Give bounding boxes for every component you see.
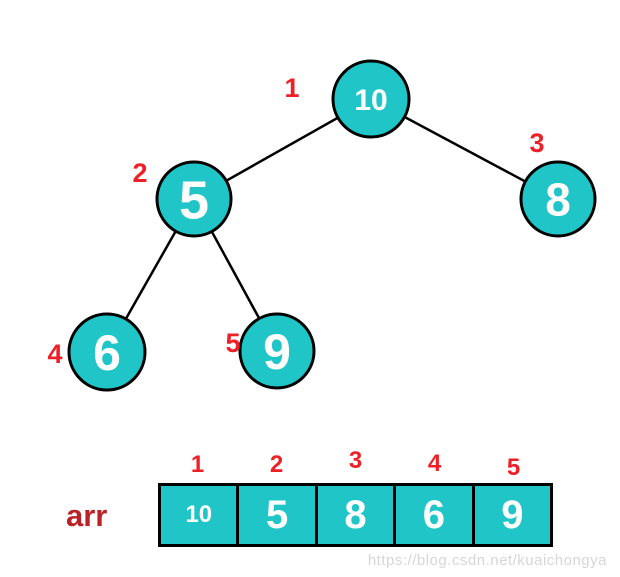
array-index-row: 1 2 3 4 5 (158, 447, 553, 481)
tree-node-value: 9 (263, 324, 291, 380)
tree-node-root: 10 1 (284, 59, 411, 139)
array-cell: 9 (501, 492, 524, 537)
array-index-label: 5 (506, 454, 521, 481)
tree-node-circle (155, 160, 233, 238)
array-index-label: 2 (269, 451, 284, 478)
tree-node-index-label: 1 (284, 73, 299, 103)
array-cell: 6 (396, 486, 475, 544)
tree-node-left-right: 9 5 (225, 312, 316, 390)
tree-diagram: 10 1 5 2 8 3 6 4 9 5 (47, 59, 597, 392)
tree-node-value: 5 (179, 170, 209, 230)
tree-node-left-left: 6 4 (47, 312, 147, 392)
watermark-text: https://blog.csdn.net/kuaichongya (367, 552, 607, 569)
tree-node-right: 8 3 (519, 128, 597, 238)
tree-node-index-label: 2 (132, 158, 147, 188)
array-name-label: arr (66, 498, 108, 533)
array-cell: 5 (239, 486, 318, 544)
tree-node-circle (331, 59, 411, 139)
tree-node-left: 5 2 (132, 158, 233, 238)
tree-node-circle (238, 312, 316, 390)
array-cell: 10 (161, 486, 240, 544)
tree-node-index-label: 4 (47, 339, 62, 369)
tree-node-value: 6 (93, 325, 121, 381)
tree-node-circle (67, 312, 147, 392)
tree-node-circle (519, 160, 597, 238)
array-index-label: 1 (190, 451, 205, 478)
array-cell: 8 (318, 486, 397, 544)
array-index-label: 4 (427, 450, 442, 477)
tree-node-index-label: 3 (529, 128, 544, 158)
tree-node-value: 8 (545, 174, 571, 226)
array-cells: 10 5 8 6 9 (158, 483, 553, 547)
tree-node-index-label: 5 (225, 328, 240, 358)
tree-node-value: 10 (354, 84, 387, 117)
array-index-label: 3 (348, 447, 363, 474)
